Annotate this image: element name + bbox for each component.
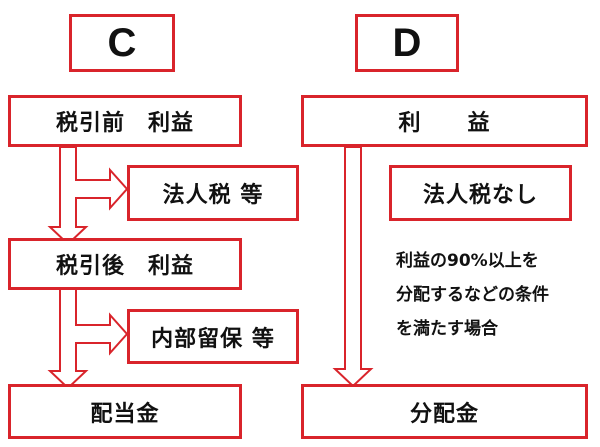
retained-earnings-label: 内部留保 等 [151, 326, 275, 352]
header-c-label: C [107, 20, 137, 65]
header-c: C [69, 14, 175, 72]
aftertax-profit-box: 税引後 利益 [8, 238, 242, 290]
condition-line: 利益の90%以上を [396, 251, 539, 271]
condition-note: 利益の90%以上を 分配するなどの条件 を満たす場合 [396, 244, 596, 346]
no-corporate-tax-label: 法人税なし [422, 183, 538, 208]
dividend-box: 配当金 [8, 384, 242, 439]
condition-line: を満たす場合 [396, 319, 498, 339]
retained-earnings-box: 内部留保 等 [127, 309, 299, 364]
dividend-label: 配当金 [90, 401, 160, 427]
corporate-tax-box: 法人税 等 [127, 165, 299, 221]
header-d-label: D [392, 20, 422, 65]
distribution-box: 分配金 [301, 384, 588, 439]
pretax-profit-box: 税引前 利益 [8, 95, 242, 147]
corporate-tax-label: 法人税 等 [162, 183, 264, 208]
arrow-pretax-to-aftertax [47, 146, 129, 246]
aftertax-profit-label: 税引後 利益 [55, 254, 194, 279]
distribution-label: 分配金 [409, 401, 479, 427]
arrow-aftertax-to-dividend [47, 287, 129, 390]
no-corporate-tax-box: 法人税なし [389, 165, 572, 221]
profit-label: 利 益 [398, 111, 491, 136]
pretax-profit-label: 税引前 利益 [55, 111, 194, 136]
condition-line: 分配するなどの条件 [396, 285, 549, 305]
profit-box: 利 益 [301, 95, 588, 147]
header-d: D [355, 14, 459, 72]
arrow-profit-to-distribution [332, 146, 374, 388]
